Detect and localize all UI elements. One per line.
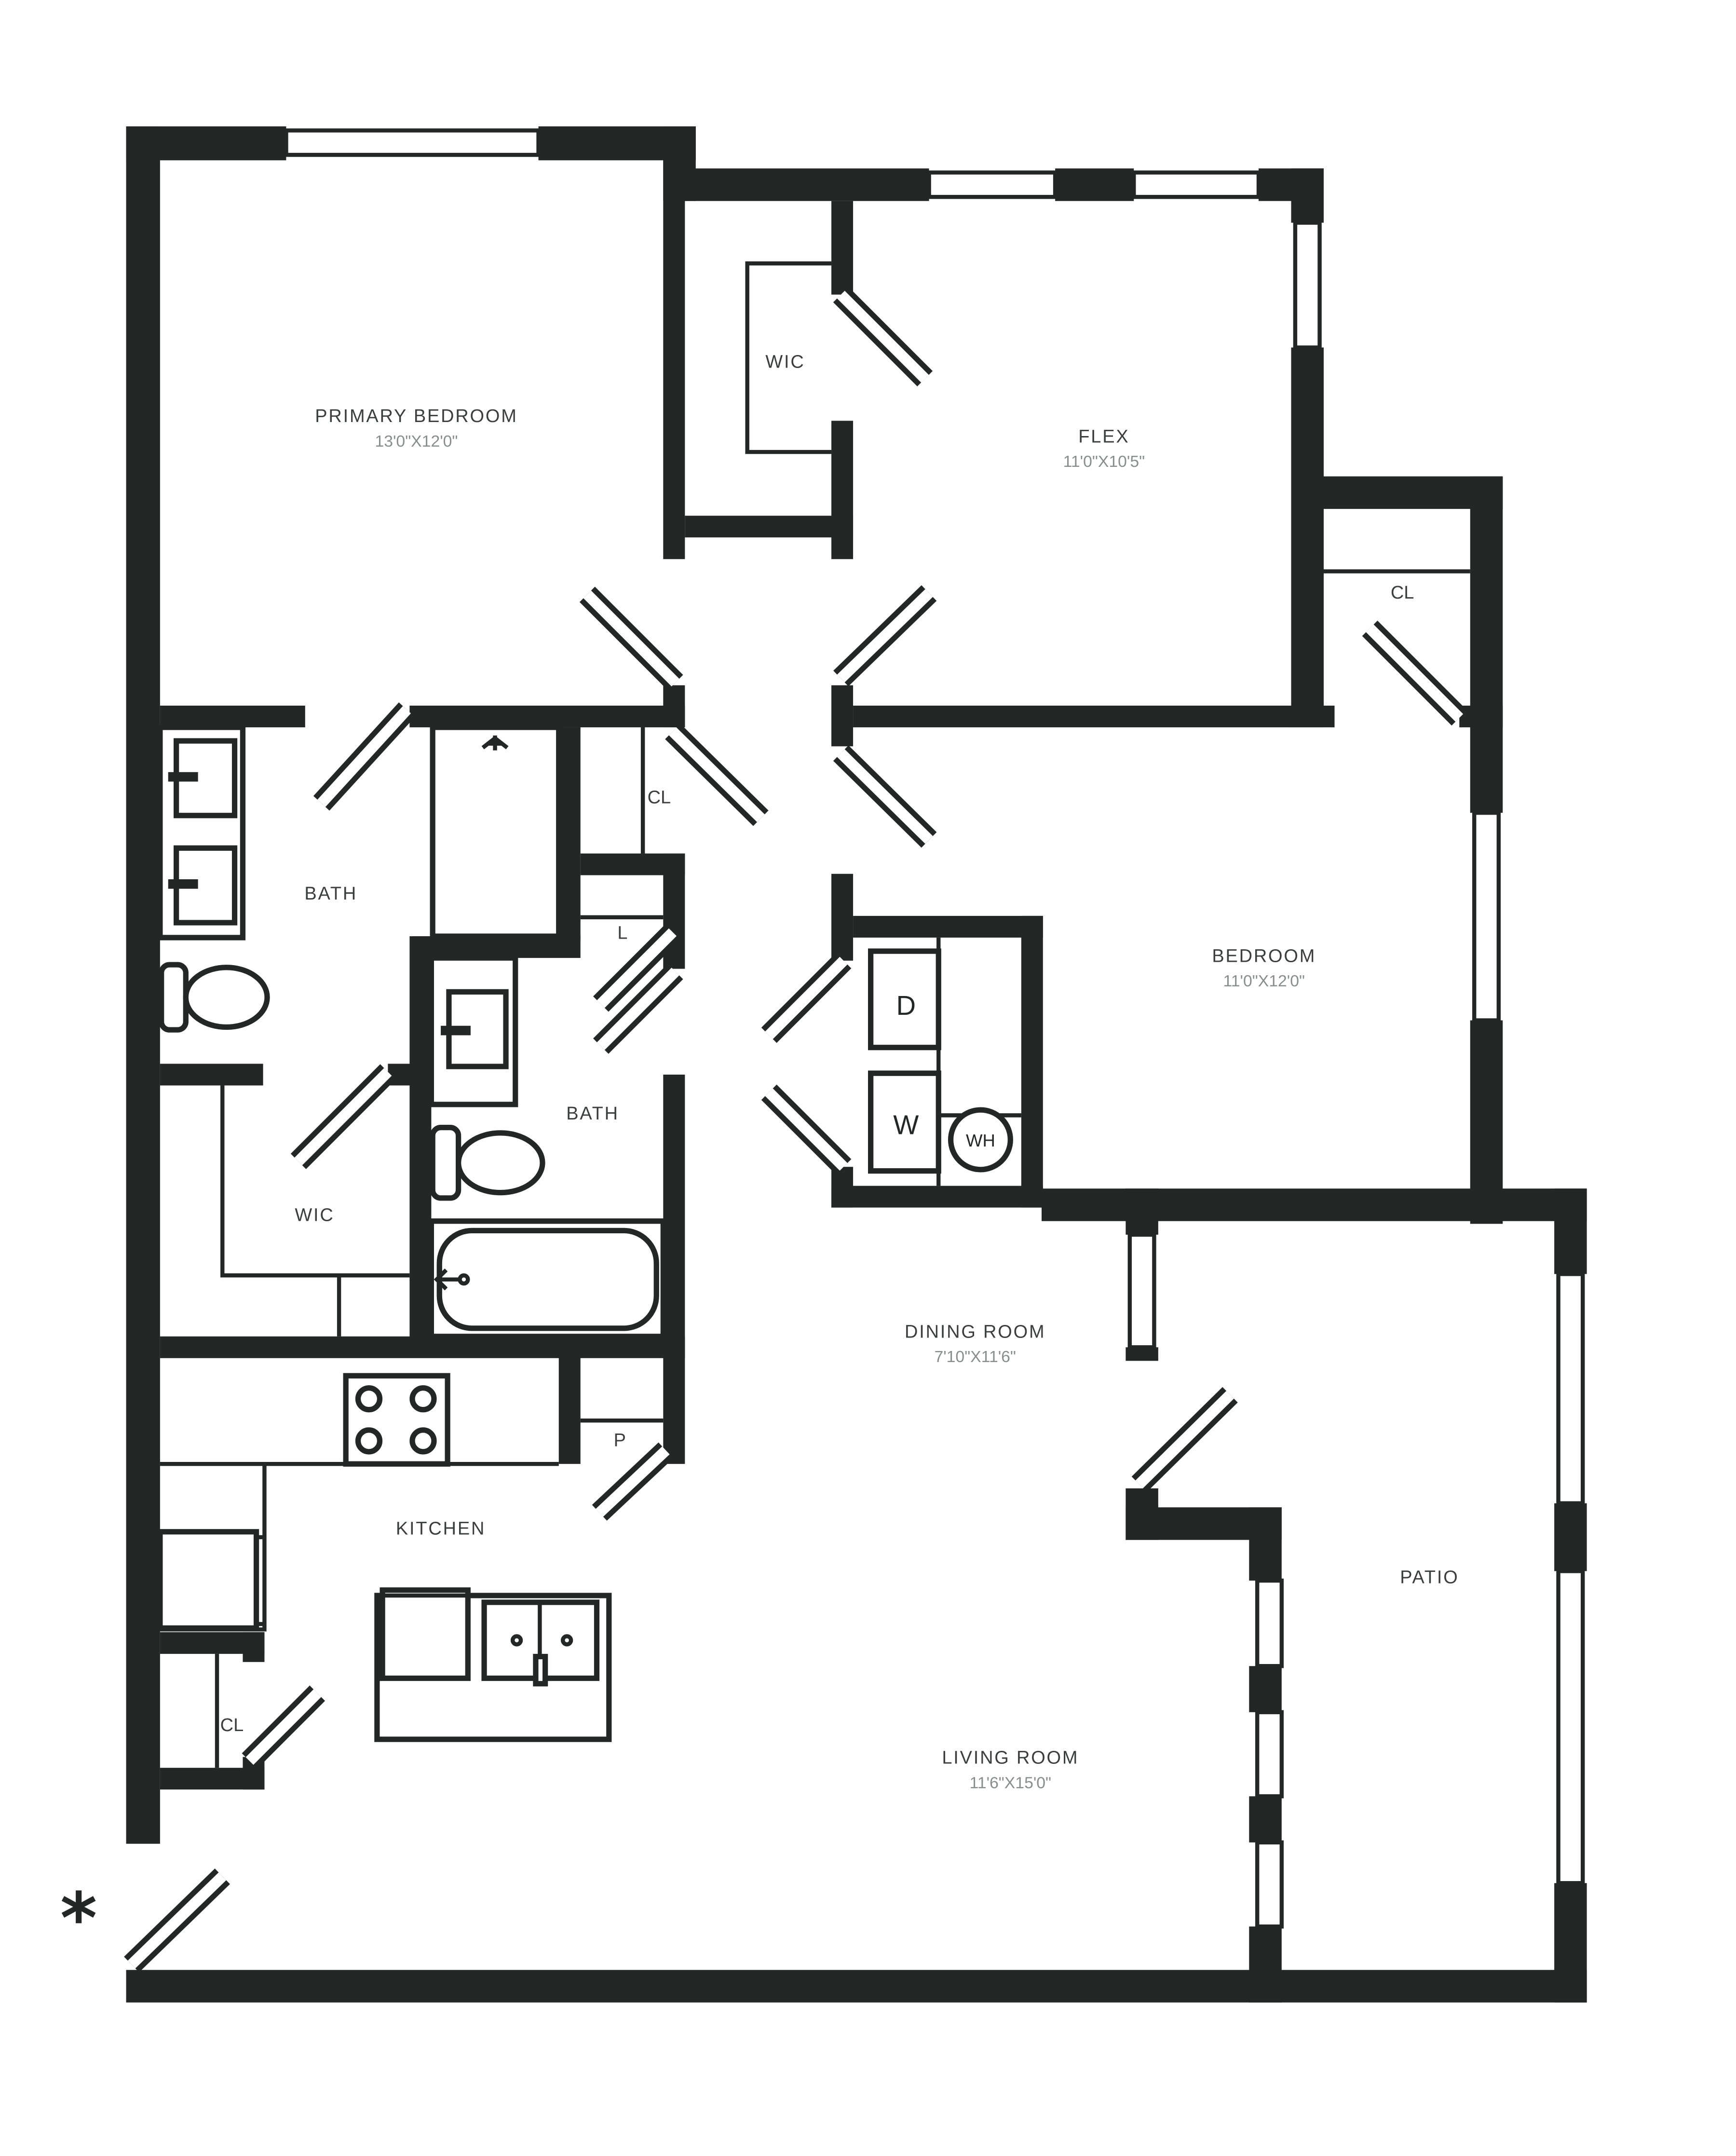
burner-icon [409, 1427, 437, 1455]
exterior-walls [126, 126, 1587, 2003]
pantry-label: P [614, 1431, 626, 1451]
burner-icon [409, 1385, 437, 1413]
windows [284, 128, 1585, 1929]
bath-hall-name: BATH [566, 1104, 619, 1124]
shower-stall [430, 724, 562, 939]
wic-primary-name: WIC [295, 1205, 334, 1226]
primary-bedroom-dims: 13'0"X12'0" [375, 432, 458, 450]
wic-flex-name: WIC [765, 352, 805, 372]
dryer [868, 948, 941, 1051]
doors [124, 287, 1467, 1973]
bedroom-name: BEDROOM [1212, 946, 1316, 967]
dining-room-dims: 7'10"X11'6" [934, 1348, 1016, 1366]
cl-entry-label: CL [220, 1715, 244, 1735]
living-room-name: LIVING ROOM [942, 1748, 1079, 1768]
sink-faucet-icon [533, 1653, 548, 1687]
bath-primary-name: BATH [304, 884, 357, 904]
dryer-label: D [896, 990, 916, 1021]
living-room-dims: 11'6"X15'0" [970, 1774, 1051, 1792]
bath-primary-fixtures [157, 724, 562, 1033]
faucet-icon [441, 1025, 471, 1036]
faucet-icon [168, 879, 198, 889]
cl-hall-label: CL [648, 787, 671, 807]
closet-lines [215, 261, 1470, 1768]
flex-dims: 11'0"X10'5" [1063, 452, 1145, 471]
washer [868, 1070, 941, 1174]
flex-name: FLEX [1078, 426, 1129, 447]
toilet-tank [159, 962, 189, 1033]
dishwasher [380, 1587, 471, 1681]
primary-bedroom-name: PRIMARY BEDROOM [315, 406, 517, 426]
water-heater-label: WH [966, 1131, 995, 1150]
sink-basin [446, 989, 509, 1069]
interior-walls [160, 201, 1503, 2003]
faucet-icon [168, 772, 198, 782]
bath-hall-fixtures [428, 955, 666, 1339]
bedroom-dims: 11'0"X12'0" [1223, 972, 1305, 990]
entry-marker: * [60, 1878, 97, 1960]
laundry-fixtures [868, 948, 1013, 1174]
room-labels: PRIMARY BEDROOM 13'0"X12'0" FLEX 11'0"X1… [60, 352, 1459, 1960]
cl-bedroom-label: CL [1391, 583, 1414, 603]
dining-room-name: DINING ROOM [905, 1322, 1045, 1342]
burner-icon [355, 1385, 383, 1413]
washer-label: W [893, 1110, 919, 1140]
toilet-bowl-icon [456, 1130, 545, 1196]
toilet-tank [430, 1125, 461, 1201]
patio-name: PATIO [1400, 1568, 1459, 1588]
bathtub-basin [436, 1228, 659, 1331]
kitchen-name: KITCHEN [396, 1518, 486, 1539]
water-heater [948, 1107, 1013, 1173]
refrigerator [157, 1529, 259, 1631]
linen-label: L [617, 923, 627, 943]
toilet-bowl-icon [183, 965, 270, 1030]
burner-icon [355, 1427, 383, 1455]
kitchen-fixtures [157, 1373, 612, 1742]
